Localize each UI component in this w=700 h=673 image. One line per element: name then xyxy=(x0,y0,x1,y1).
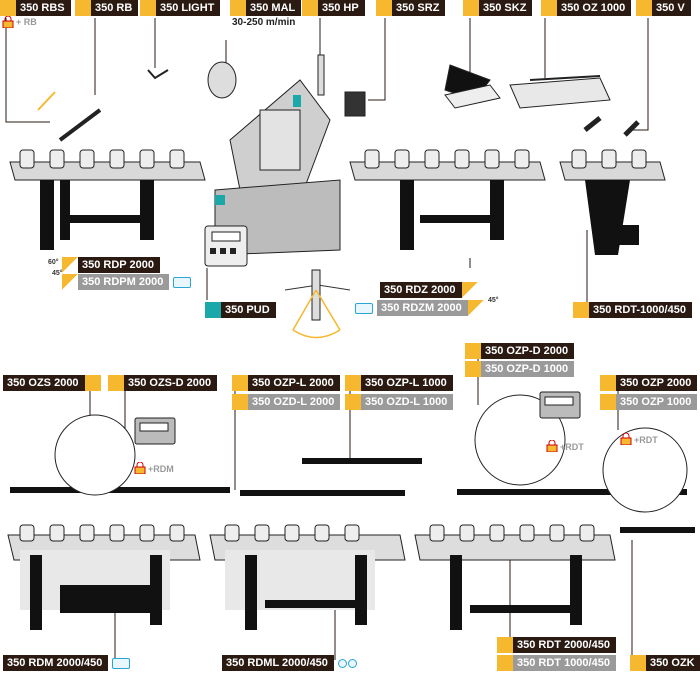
roller-table-rdt-bottom-drawing xyxy=(414,524,616,630)
label-350-ozd-l-1000[interactable]: 350 OZD-L 1000 xyxy=(345,394,454,410)
label-350-rdzm-2000[interactable]: 350 RDZM 2000 xyxy=(355,300,484,316)
label-350-rdt-2000-450[interactable]: 350 RDT 2000/450 xyxy=(497,637,616,653)
lock-icon xyxy=(620,433,632,445)
label-350-rdm-2000-450[interactable]: 350 RDM 2000/450 xyxy=(3,655,131,671)
label-350-rdml-2000-450[interactable]: 350 RDML 2000/450 xyxy=(222,655,357,671)
mal-speed: 30-250 m/min xyxy=(232,17,296,28)
angle-diagram-drawing xyxy=(284,269,351,339)
angle-45-left: 45° xyxy=(52,270,63,277)
roller-table-rdz-drawing xyxy=(349,149,546,250)
label-350-light[interactable]: 350 LIGHT xyxy=(140,0,221,16)
double-roller-icon xyxy=(337,658,357,668)
label-350-oz-1000[interactable]: 350 OZ 1000 xyxy=(541,0,632,16)
label-350-ozs-2000[interactable]: 350 OZS 2000 xyxy=(3,375,101,391)
label-350-rbs[interactable]: 350 RBS xyxy=(0,0,71,16)
label-350-ozp-1000[interactable]: 350 OZP 1000 xyxy=(600,394,698,410)
roller-table-rdt-drawing xyxy=(559,149,666,255)
lock-icon xyxy=(546,440,558,452)
label-350-rdp-2000[interactable]: 350 RDP 2000 xyxy=(62,257,160,273)
label-350-ozp-2000[interactable]: 350 OZP 2000 xyxy=(600,375,698,391)
roller-table-rdm-drawing xyxy=(7,524,201,630)
label-350-skz[interactable]: 350 SKZ xyxy=(463,0,533,16)
label-350-ozp-l-2000[interactable]: 350 OZP-L 2000 xyxy=(232,375,340,391)
roller-icon xyxy=(355,302,373,314)
roller-icon xyxy=(173,276,192,288)
rdm-note: +RDM xyxy=(148,464,174,474)
label-350-mal[interactable]: 350 MAL xyxy=(230,0,302,16)
label-350-ozk[interactable]: 350 OZK xyxy=(630,655,700,671)
pud-panel-drawing xyxy=(204,225,248,267)
roller-icon xyxy=(112,657,131,669)
label-350-ozd-l-2000[interactable]: 350 OZD-L 2000 xyxy=(232,394,341,410)
label-350-rb[interactable]: 350 RB xyxy=(75,0,139,16)
label-350-srz[interactable]: 350 SRZ xyxy=(376,0,446,16)
label-350-rdpm-2000[interactable]: 350 RDPM 2000 xyxy=(62,274,192,290)
label-350-hp[interactable]: 350 HP xyxy=(302,0,365,16)
lock-icon xyxy=(2,16,14,28)
label-350-rdt-1000-450[interactable]: 350 RDT-1000/450 xyxy=(573,302,692,318)
angle-45-right: 45° xyxy=(488,297,499,304)
roller-table-rdml-drawing xyxy=(209,524,406,630)
label-350-rdz-2000[interactable]: 350 RDZ 2000 xyxy=(380,282,478,298)
label-350-rdt-1000-450-b[interactable]: 350 RDT 1000/450 xyxy=(497,655,616,671)
label-350-ozp-l-1000[interactable]: 350 OZP-L 1000 xyxy=(345,375,453,391)
rdt-note-1: +RDT xyxy=(560,442,584,452)
label-350-ozs-d-2000[interactable]: 350 OZS-D 2000 xyxy=(108,375,218,391)
label-350-pud[interactable]: 350 PUD xyxy=(205,302,276,318)
roller-table-rdp-drawing xyxy=(9,149,206,250)
rdt-note-2: +RDT xyxy=(634,435,658,445)
control-boxes-drawing xyxy=(134,391,581,445)
label-350-ozp-d-2000[interactable]: 350 OZP-D 2000 xyxy=(465,343,575,359)
lock-icon xyxy=(134,462,146,474)
rb-note: + RB xyxy=(16,17,37,27)
angle-60: 60° xyxy=(48,259,59,266)
label-350-v[interactable]: 350 V xyxy=(636,0,691,16)
label-350-ozp-d-1000[interactable]: 350 OZP-D 1000 xyxy=(465,361,575,377)
